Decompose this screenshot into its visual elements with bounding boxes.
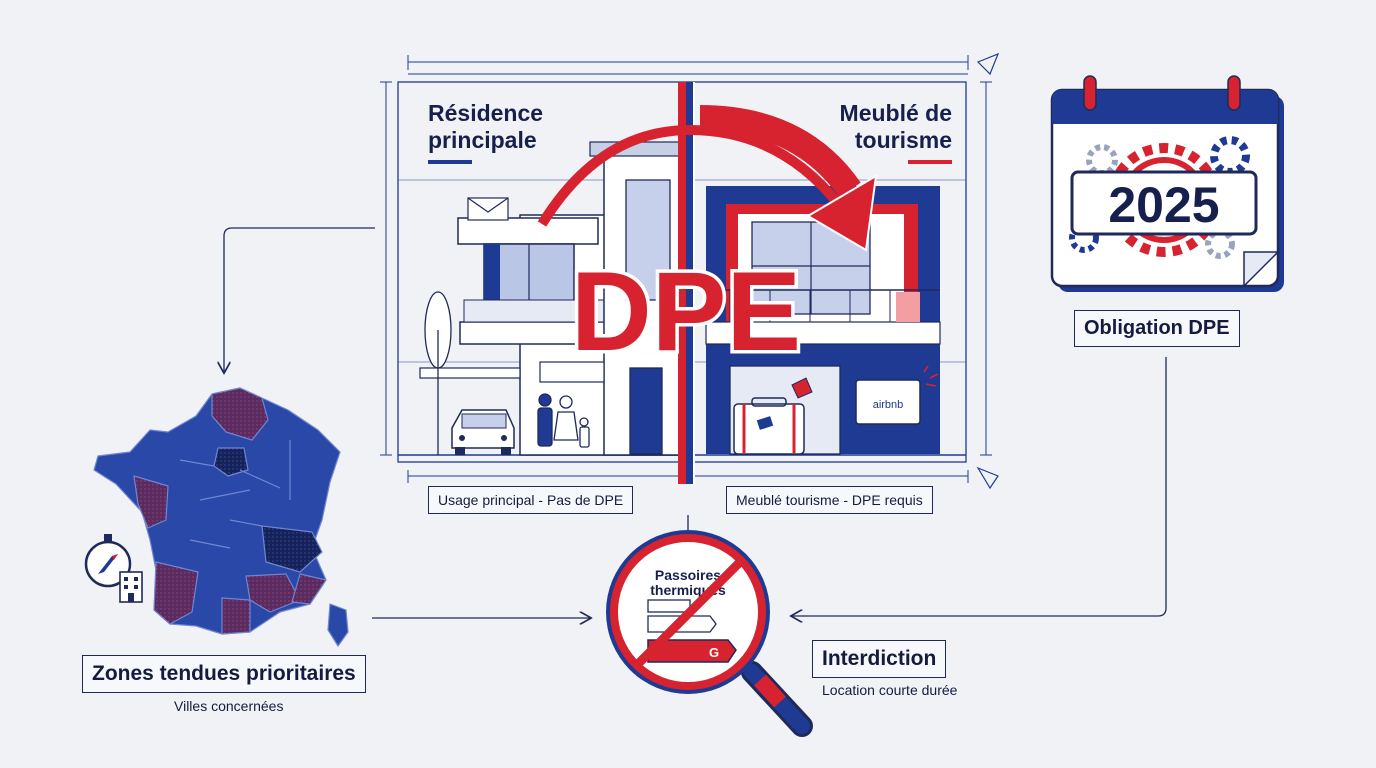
left-title-underline <box>428 160 472 164</box>
villes-label: Villes concernées <box>174 698 284 714</box>
house-illustration: airbnb <box>380 52 1000 490</box>
right-title-block: Meublé de tourisme <box>808 100 952 154</box>
arrow-house-to-map <box>224 227 375 372</box>
right-title: Meublé de tourisme <box>839 100 952 153</box>
france-map <box>93 387 349 647</box>
interdiction-label: Interdiction <box>812 640 947 678</box>
location-label: Location courte durée <box>822 682 958 698</box>
calendar-icon: 2025 <box>1050 75 1284 292</box>
calendar-year: 2025 <box>1108 177 1219 233</box>
obligation-label: Obligation DPE <box>1074 310 1240 347</box>
magnifier-icon: G Passoires thermiques <box>606 530 813 737</box>
arrow-calendar-to-magnifier <box>792 357 1167 616</box>
building-icon <box>119 571 143 603</box>
zones-label: Zones tendues prioritaires <box>82 655 366 693</box>
grade-g: G <box>709 645 719 660</box>
connector-lines <box>224 227 1167 618</box>
left-usage-label: Usage principal - Pas de DPE <box>428 486 634 514</box>
compass-icon <box>84 534 132 588</box>
magnifier-line1: Passoires <box>655 567 721 583</box>
right-title-underline <box>908 160 952 164</box>
left-title-block: Résidence principale <box>428 100 568 154</box>
left-title: Résidence principale <box>428 100 544 153</box>
right-usage-label: Meublé tourisme - DPE requis <box>726 486 933 514</box>
dpe-title: DPE <box>571 249 801 374</box>
airbnb-text: airbnb <box>873 399 904 411</box>
